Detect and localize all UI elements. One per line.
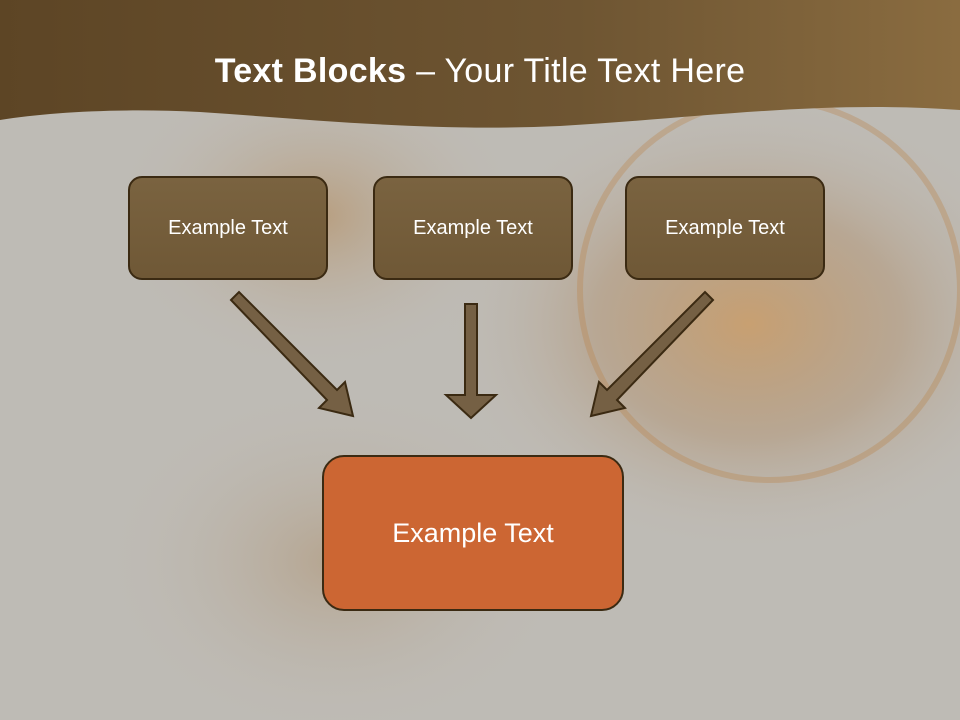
arrow-down — [443, 303, 499, 420]
title-dash: – — [406, 52, 445, 90]
text-block-left: Example Text — [128, 176, 328, 280]
arrow-down-left — [589, 290, 715, 418]
title-bold: Text Blocks — [214, 52, 407, 90]
title-regular: Your Title Text Here — [444, 52, 746, 90]
text-block-right: Example Text — [625, 176, 825, 280]
text-block-center: Example Text — [373, 176, 573, 280]
text-block-bottom: Example Text — [322, 455, 624, 611]
slide-title: Text Blocks – Your Title Text Here — [0, 52, 960, 91]
arrow-down-right — [229, 290, 355, 418]
